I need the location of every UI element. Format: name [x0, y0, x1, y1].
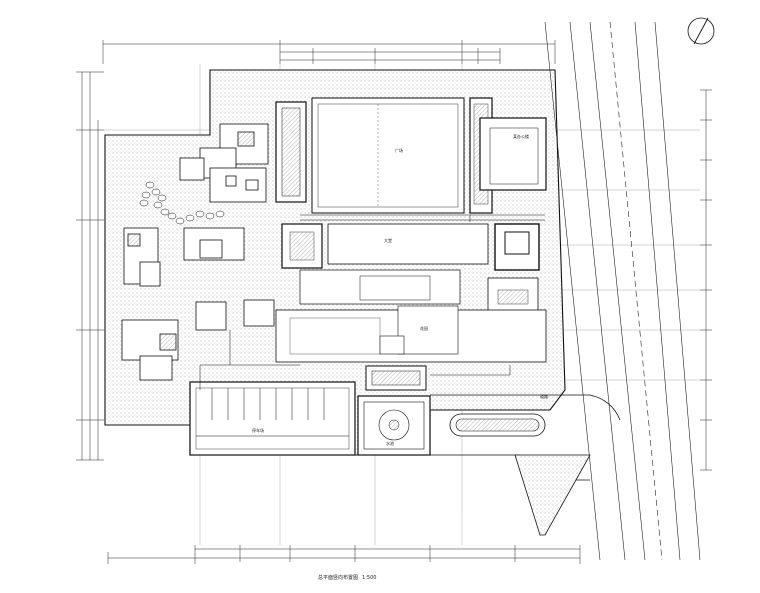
central-court: 广场	[311, 97, 465, 214]
parking-block: 停车场	[189, 381, 356, 456]
fountain-square: 水池	[357, 395, 431, 456]
drawing-scale: 1:500	[362, 575, 377, 581]
bottom-dimension-lines	[107, 545, 581, 564]
stepping-stone-path	[139, 181, 225, 225]
right-dimension-lines	[700, 89, 712, 471]
parking-label: 停车场	[252, 427, 264, 433]
main-building-label: 某办公楼	[513, 133, 529, 139]
west-wing	[275, 101, 307, 203]
entrance-driveway	[430, 394, 621, 536]
garden-label: 花园	[420, 325, 428, 331]
house-cluster-west	[123, 227, 245, 287]
pool-label: 水池	[386, 440, 394, 446]
walkway-lines	[199, 214, 545, 390]
left-dimension-lines	[76, 71, 104, 461]
hall-label: 大堂	[384, 237, 392, 243]
drawing-title: 总平面竖向布置图	[318, 575, 359, 581]
court-label: 广场	[395, 147, 403, 153]
lower-courtyard: 花园	[275, 305, 547, 363]
top-dimension-lines	[102, 40, 556, 64]
pool	[365, 365, 427, 391]
main-building: 某办公楼	[479, 117, 547, 191]
north-arrow-icon	[687, 17, 715, 45]
house-cluster-north	[179, 123, 269, 203]
city-road	[544, 21, 701, 561]
road-label: 道路	[540, 393, 548, 399]
house-cluster-south	[121, 299, 275, 381]
